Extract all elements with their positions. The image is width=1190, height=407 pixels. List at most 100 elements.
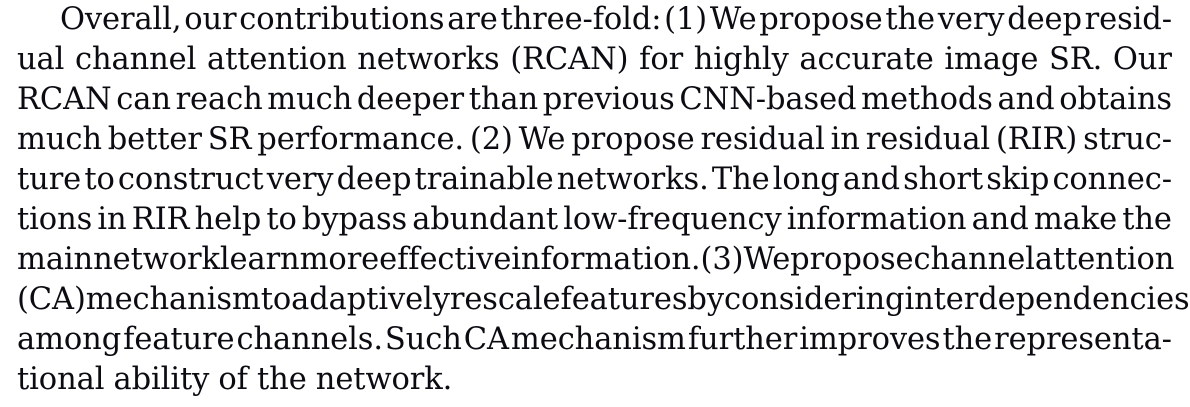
word: mechanism bbox=[85, 282, 261, 317]
word: accurate bbox=[799, 42, 934, 77]
word: adaptively bbox=[291, 282, 450, 317]
word: channel bbox=[74, 42, 197, 77]
word: contributions bbox=[239, 2, 445, 37]
word: feature bbox=[123, 322, 235, 357]
word: ability bbox=[113, 362, 210, 397]
word: help bbox=[194, 202, 262, 237]
word: connec- bbox=[1052, 162, 1172, 197]
word: deep bbox=[1007, 2, 1082, 37]
word: deep bbox=[336, 162, 412, 197]
word: channel bbox=[913, 242, 1035, 277]
word: CA bbox=[463, 322, 509, 357]
word: interdependencies bbox=[904, 282, 1190, 317]
word: Overall, bbox=[60, 2, 182, 37]
word: and bbox=[997, 82, 1055, 117]
word: by bbox=[687, 282, 724, 317]
word: (RCAN) bbox=[510, 42, 629, 77]
word: skip bbox=[986, 162, 1050, 197]
word: deeper bbox=[356, 82, 465, 117]
word: ual bbox=[17, 42, 65, 77]
word: construct bbox=[117, 162, 264, 197]
word: tional bbox=[17, 362, 105, 397]
word: networks bbox=[357, 42, 500, 77]
word: three-fold: bbox=[500, 2, 662, 37]
word: SR. bbox=[1048, 42, 1103, 77]
word: further bbox=[687, 322, 798, 357]
word: the bbox=[942, 322, 993, 357]
word: (3) bbox=[700, 242, 744, 277]
word: (CA) bbox=[17, 282, 86, 317]
word: residual bbox=[865, 122, 991, 157]
word: can bbox=[116, 82, 171, 117]
word: much bbox=[17, 122, 102, 157]
word: of bbox=[218, 362, 248, 397]
word: (RIR) bbox=[995, 122, 1078, 157]
word: in bbox=[97, 202, 127, 237]
word: residual bbox=[700, 122, 825, 157]
word: representa- bbox=[994, 322, 1172, 357]
word: resid- bbox=[1084, 2, 1172, 37]
word: trainable bbox=[414, 162, 554, 197]
word: obtains bbox=[1059, 82, 1172, 117]
word: highly bbox=[693, 42, 789, 77]
word: better bbox=[107, 122, 202, 157]
word: very bbox=[937, 2, 1005, 37]
word: than bbox=[468, 82, 539, 117]
word: abundant bbox=[412, 202, 559, 237]
word: bypass bbox=[301, 202, 408, 237]
word: in bbox=[830, 122, 860, 157]
word: the bbox=[257, 362, 307, 397]
word: propose bbox=[759, 2, 883, 37]
word: performance. bbox=[257, 122, 465, 157]
word: attention bbox=[1034, 242, 1175, 277]
word: and bbox=[842, 162, 900, 197]
word: propose bbox=[790, 242, 914, 277]
word: (1) bbox=[664, 2, 708, 37]
word: our bbox=[184, 2, 237, 37]
word: the bbox=[885, 2, 936, 37]
word: more bbox=[299, 242, 380, 277]
word: RIR bbox=[131, 202, 190, 237]
word: We bbox=[709, 2, 757, 37]
word: information bbox=[786, 202, 967, 237]
word: improves bbox=[799, 322, 941, 357]
word: networks. bbox=[556, 162, 709, 197]
word: low-frequency bbox=[563, 202, 782, 237]
word: propose bbox=[571, 122, 695, 157]
word: effective bbox=[379, 242, 512, 277]
word: The bbox=[711, 162, 770, 197]
word: features bbox=[560, 282, 688, 317]
word: (2) bbox=[469, 122, 513, 157]
word: rescale bbox=[449, 282, 561, 317]
word: We bbox=[518, 122, 566, 157]
word: tions bbox=[17, 202, 93, 237]
word: to bbox=[84, 162, 115, 197]
word: attention bbox=[206, 42, 347, 77]
word: to bbox=[260, 282, 292, 317]
word: previous bbox=[542, 82, 675, 117]
word: learn bbox=[219, 242, 300, 277]
word: Such bbox=[384, 322, 462, 357]
word: CNN-based bbox=[679, 82, 857, 117]
word: network bbox=[93, 242, 220, 277]
word: RCAN bbox=[17, 82, 112, 117]
